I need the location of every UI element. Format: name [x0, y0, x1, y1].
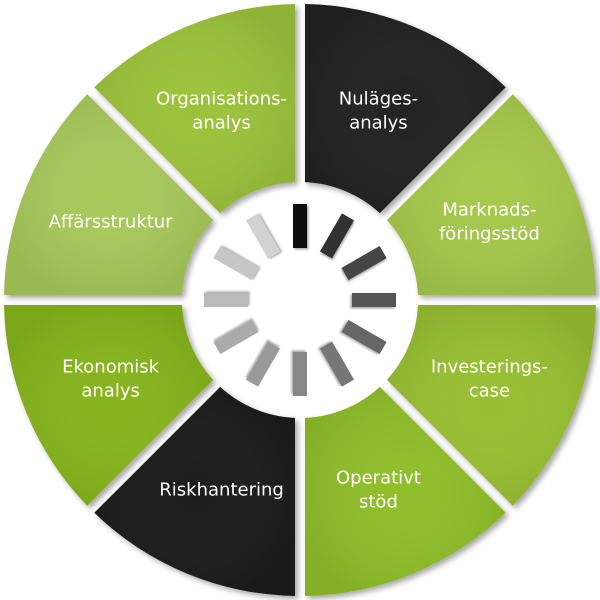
- segment-label-line: case: [469, 380, 510, 401]
- spinner-bar: [352, 293, 396, 307]
- wheel-segment: Investerings-case: [386, 304, 596, 506]
- wheel-segment: Riskhantering: [94, 386, 296, 596]
- segment-shading: [386, 304, 596, 506]
- segment-label-line: Nuläges-: [339, 89, 418, 110]
- spinner-bar: [213, 245, 259, 281]
- segment-label-line: Riskhantering: [159, 479, 284, 500]
- segment-label-line: Operativt: [336, 467, 421, 488]
- segment-shading: [386, 94, 596, 296]
- spinner-bar: [319, 341, 355, 387]
- wheel-segment: Affärsstruktur: [4, 94, 214, 296]
- spinner-bar: [341, 319, 387, 355]
- wheel-segment: Nuläges-analys: [304, 4, 506, 214]
- segment-shading: [304, 4, 506, 214]
- wheel-segment: Ekonomisk analys: [4, 304, 214, 506]
- spinner-bar: [245, 341, 281, 387]
- spinner-bar: [293, 352, 307, 396]
- segment-label-line: Ekonomisk: [62, 356, 160, 377]
- spinner-bar: [245, 213, 281, 259]
- segment-shading: [4, 304, 214, 506]
- segment-label-line: föringsstöd: [439, 224, 540, 245]
- spinner-bar: [319, 213, 355, 259]
- wheel-segments: Nuläges-analysMarknads-föringsstödInvest…: [4, 4, 596, 596]
- center-spinner: [204, 204, 396, 396]
- segment-label-line: analys: [81, 380, 140, 401]
- spinner-bar: [213, 319, 259, 355]
- segment-shading: [94, 386, 296, 596]
- segment-label-line: Investerings-: [431, 356, 548, 377]
- spinner-bar: [204, 293, 248, 307]
- segment-label-line: Marknads-: [442, 200, 536, 221]
- segment-label-line: Organisations-: [156, 89, 287, 110]
- segment-label-line: analys: [349, 113, 408, 134]
- wheel-segment: Operativt stöd: [304, 386, 506, 596]
- segment-shading: [94, 4, 296, 214]
- segment-label-line: stöd: [359, 491, 398, 512]
- segment-label-line: Affärsstruktur: [49, 212, 174, 233]
- segment-shading: [4, 94, 214, 296]
- segment-label-line: analys: [192, 113, 251, 134]
- wheel-segment: Organisations-analys: [94, 4, 296, 214]
- segment-shading: [304, 386, 506, 596]
- spinner-bar: [341, 245, 387, 281]
- spinner-bar: [293, 204, 307, 248]
- wheel-segment: Marknads-föringsstöd: [386, 94, 596, 296]
